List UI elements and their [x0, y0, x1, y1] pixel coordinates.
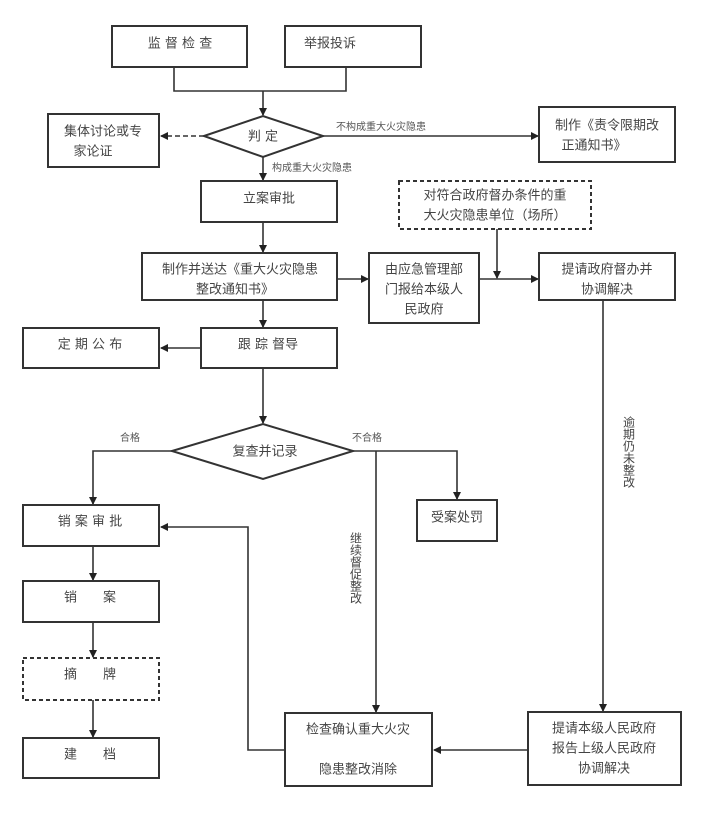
svg-text:销 案: 销 案: [64, 591, 116, 606]
svg-text:立案审批: 立案审批: [243, 192, 295, 207]
svg-text:检查确认重大火灾: 检查确认重大火灾: [306, 722, 410, 738]
label-fail: 不合格: [352, 431, 382, 444]
svg-text:整改通知书》: 整改通知书》: [196, 282, 274, 298]
node-close-approve: 销 案 审 批: [22, 504, 160, 547]
connectors: [89, 67, 607, 754]
svg-text:民政府: 民政府: [404, 303, 443, 318]
node-filing: 立案审批: [200, 180, 338, 223]
node-publish: 定 期 公 布: [22, 327, 160, 369]
node-gov-supervise: 提请政府督办并 协调解决: [538, 252, 676, 301]
label-not-major: 不构成重大火灾隐患: [336, 120, 426, 133]
node-judge: 判 定: [200, 114, 327, 159]
label-major: 构成重大火灾隐患: [272, 161, 352, 174]
node-higher-gov: 提请本级人民政府 报告上级人民政府 协调解决: [527, 711, 682, 786]
svg-text:跟 踪 督导: 跟 踪 督导: [238, 338, 298, 353]
arrow-to-penalty: [353, 450, 461, 500]
svg-text:受案处罚: 受案处罚: [431, 511, 483, 526]
svg-text:协调解决: 协调解决: [578, 762, 630, 777]
svg-text:举报投诉: 举报投诉: [304, 36, 356, 52]
label-pass: 合格: [120, 431, 140, 444]
node-track: 跟 踪 督导: [200, 327, 338, 369]
svg-text:制作并送达《重大火灾隐患: 制作并送达《重大火灾隐患: [162, 262, 318, 278]
svg-text:提请本级人民政府: 提请本级人民政府: [552, 721, 656, 737]
node-close: 销 案: [22, 580, 160, 623]
node-rectify-order: 制作《责令限期改 正通知书》: [538, 106, 676, 163]
svg-text:正通知书》: 正通知书》: [561, 138, 626, 154]
arrow-pass: [89, 450, 172, 505]
svg-text:定 期 公 布: 定 期 公 布: [58, 338, 122, 353]
node-penalty: 受案处罚: [416, 499, 498, 542]
label-continue: 继续督促整改: [349, 532, 363, 605]
svg-text:摘 牌: 摘 牌: [64, 667, 116, 683]
node-discussion: 集体讨论或专 家论证: [47, 113, 160, 168]
node-emergency: 由应急管理部 门报给本级人 民政府: [368, 252, 480, 324]
svg-text:隐患整改消除: 隐患整改消除: [319, 763, 397, 778]
svg-text:判 定: 判 定: [248, 130, 278, 145]
svg-text:销 案 审 批: 销 案 审 批: [58, 515, 122, 530]
svg-text:报告上级人民政府: 报告上级人民政府: [552, 742, 656, 757]
node-recheck: 复查并记录: [168, 422, 357, 481]
label-overdue: 逾期仍未整改: [622, 415, 636, 489]
node-delist: 摘 牌: [22, 657, 160, 701]
merge-line: [173, 67, 347, 92]
svg-text:监 督 检 查: 监 督 检 查: [148, 37, 212, 52]
svg-text:大火灾隐患单位（场所）: 大火灾隐患单位（场所）: [423, 208, 566, 224]
svg-text:家论证: 家论证: [73, 144, 112, 160]
svg-text:由应急管理部: 由应急管理部: [385, 262, 463, 278]
svg-text:复查并记录: 复查并记录: [232, 445, 297, 460]
node-supervision: 监 督 检 查: [111, 25, 248, 68]
svg-text:制作《责令限期改: 制作《责令限期改: [555, 119, 659, 134]
node-report: 举报投诉: [284, 25, 422, 68]
node-notice: 制作并送达《重大火灾隐患 整改通知书》: [141, 252, 338, 301]
node-gov-condition: 对符合政府督办条件的重 大火灾隐患单位（场所）: [398, 180, 592, 230]
svg-text:协调解决: 协调解决: [581, 283, 633, 298]
svg-text:门报给本级人: 门报给本级人: [385, 283, 463, 298]
svg-text:提请政府督办并: 提请政府督办并: [561, 262, 652, 278]
node-confirm: 检查确认重大火灾 隐患整改消除: [284, 712, 433, 787]
svg-text:建 档: 建 档: [64, 748, 116, 763]
arrow-to-close-approve: [160, 523, 285, 751]
svg-text:集体讨论或专: 集体讨论或专: [64, 124, 142, 140]
node-archive: 建 档: [22, 737, 160, 779]
svg-text:对符合政府督办条件的重: 对符合政府督办条件的重: [423, 188, 566, 204]
